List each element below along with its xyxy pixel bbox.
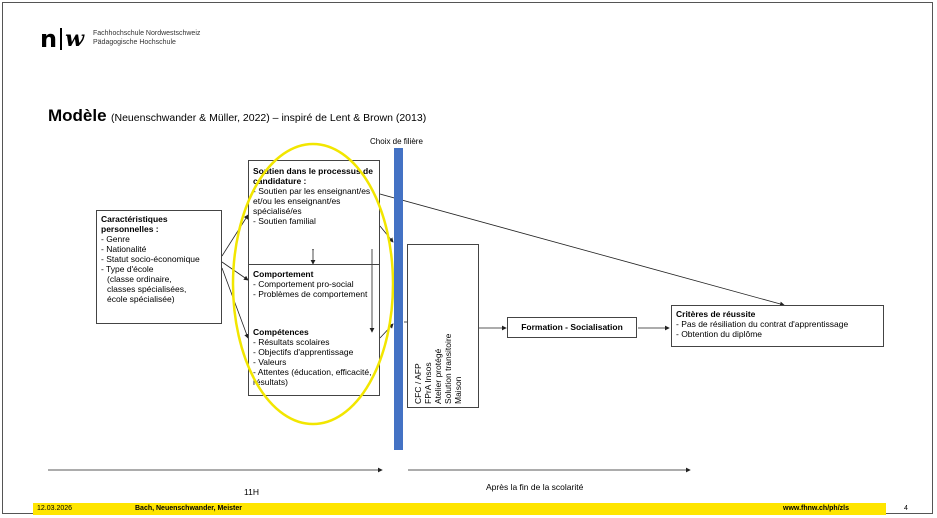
caracteristiques-box: Caractéristiques personnelles : - Genre … — [96, 210, 222, 324]
arrow-carac-comportement — [221, 261, 249, 281]
title-main: Modèle — [48, 106, 107, 125]
competences-item: - Attentes (éducation, efficacité, résul… — [253, 367, 372, 387]
option-cfc: CFC / AFP — [413, 363, 423, 404]
footer-date: 12.03.2026 — [37, 505, 73, 512]
timeline-left-label: 11H — [244, 487, 259, 497]
logo-separator — [60, 28, 63, 50]
logo-letter-w: w — [65, 26, 85, 52]
page-number: 4 — [904, 505, 908, 512]
option-transitoire: Solution transitoire — [443, 333, 453, 404]
competences-item: - Objectifs d'apprentissage — [253, 347, 354, 357]
fhnw-logo: n w — [40, 25, 85, 53]
institution-line-2: Pädagogische Hochschule — [93, 39, 176, 46]
caracteristiques-heading: Caractéristiques personnelles : — [101, 214, 168, 234]
criteres-item: - Obtention du diplôme — [676, 329, 762, 339]
carac-item: (classe ordinaire, — [107, 274, 172, 284]
arrow-competences-bar — [379, 323, 394, 339]
choix-label: Choix de filière — [370, 137, 423, 146]
carac-item: classes spécialisées, — [107, 284, 187, 294]
footer-url: www.fhnw.ch/ph/zls — [783, 505, 849, 512]
comportement-item: - Comportement pro-social — [253, 279, 354, 289]
option-maison: Maison — [453, 376, 463, 404]
comportement-heading: Comportement — [253, 269, 314, 279]
formation-box: Formation - Socialisation — [507, 317, 637, 338]
competences-heading: Compétences — [253, 327, 309, 337]
options-box — [407, 244, 479, 408]
criteres-heading: Critères de réussite — [676, 309, 756, 319]
slide-title: Modèle (Neuenschwander & Müller, 2022) –… — [48, 106, 426, 126]
institution-name: Fachhochschule Nordwestschweiz Pädagogis… — [93, 29, 200, 47]
criteres-box: Critères de réussite - Pas de résiliatio… — [671, 305, 884, 347]
arrow-soutien-bar — [379, 225, 394, 243]
carac-item: école spécialisée) — [107, 294, 175, 304]
arrow-carac-competences — [221, 267, 249, 339]
option-atelier: Atelier protégé — [433, 348, 443, 404]
criteres-item: - Pas de résiliation du contrat d'appren… — [676, 319, 849, 329]
carac-item: - Nationalité — [101, 244, 147, 254]
comportement-item: - Problèmes de comportement — [253, 289, 368, 299]
comportement-box: Comportement - Comportement pro-social -… — [249, 266, 379, 318]
competences-box: Compétences - Résultats scolaires - Obje… — [249, 324, 379, 394]
title-subtitle: (Neuenschwander & Müller, 2022) – inspir… — [111, 112, 427, 124]
competences-item: - Valeurs — [253, 357, 287, 367]
footer-authors: Bach, Neuenschwander, Meister — [135, 505, 242, 512]
arrow-soutien-criteres — [379, 193, 785, 307]
logo-letter-n: n — [40, 25, 58, 53]
carac-item: - Type d'école — [101, 264, 154, 274]
option-fpra: FPrA Insos — [423, 362, 433, 404]
competences-item: - Résultats scolaires — [253, 337, 330, 347]
carac-item: - Statut socio-économique — [101, 254, 200, 264]
choix-bar — [394, 148, 403, 450]
divider-line — [248, 264, 380, 265]
institution-line-1: Fachhochschule Nordwestschweiz — [93, 30, 201, 37]
arrow-carac-soutien — [221, 214, 249, 257]
footer-bar: 12.03.2026 Bach, Neuenschwander, Meister… — [33, 503, 886, 515]
timeline-right-label: Après la fin de la scolarité — [486, 482, 584, 492]
carac-item: - Genre — [101, 234, 130, 244]
